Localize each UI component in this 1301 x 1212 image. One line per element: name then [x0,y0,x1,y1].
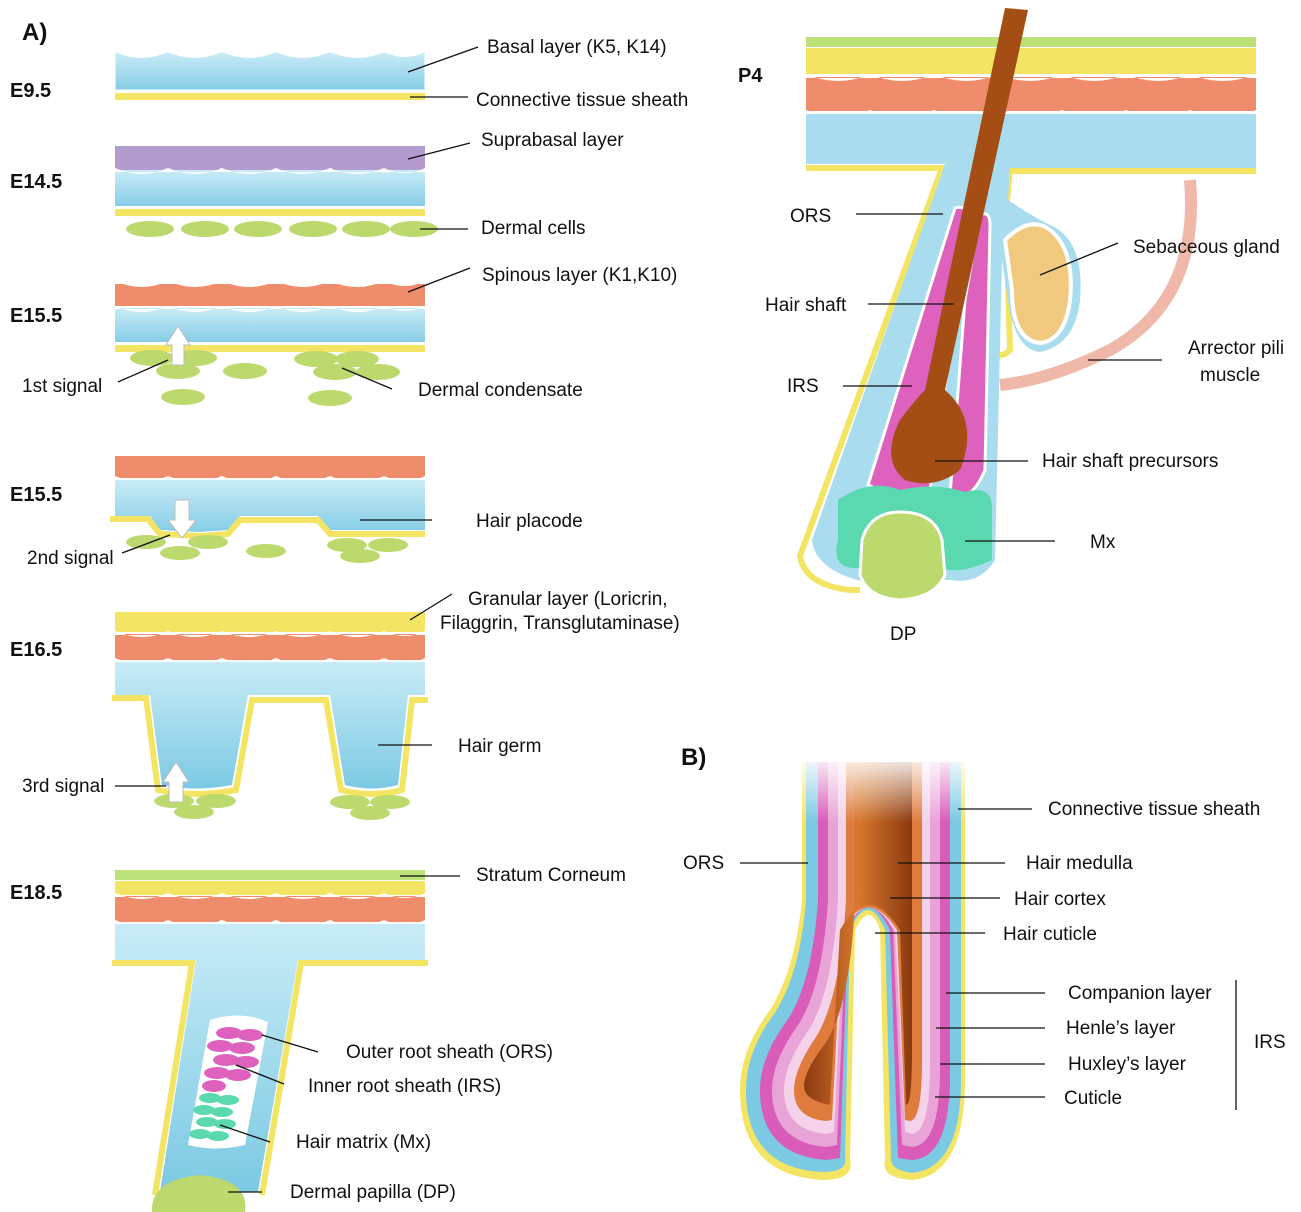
basal-layer [115,52,425,90]
hair-germ [115,662,425,789]
label-outer-root-sheath: Outer root sheath (ORS) [346,1042,553,1063]
granular-layer [115,881,425,895]
dermal-condensate-cells [130,350,400,406]
stratum-corneum [115,870,425,880]
label-basal-layer: Basal layer (K5, K14) [487,37,667,58]
stage-p4-label: P4 [738,65,763,87]
basal-layer [115,308,425,342]
label-p4-hair-shaft: Hair shaft [765,295,847,316]
stage-e15-5-second: E15.5 2nd signal Hair placode [10,456,583,569]
stage-e15-5-second-label: E15.5 [10,484,62,506]
connective-tissue-sheath [115,209,425,216]
stage-e15-5-first-label: E15.5 [10,305,62,327]
stage-e15-5-first: E15.5 1st signal Dermal condensate Spino… [10,265,677,406]
stage-e14-5: E14.5 Suprabasal layer Dermal cells [10,130,624,239]
stratum-corneum [806,37,1256,47]
label-second-signal: 2nd signal [27,548,114,569]
label-p4-sebaceous: Sebaceous gland [1133,237,1280,258]
stage-e18-5-label: E18.5 [10,882,62,904]
basal-layer [806,114,1256,164]
spinous-layer [806,77,1256,111]
label-b-hair-cuticle: Hair cuticle [1003,924,1097,945]
panel-b-label: B) [681,744,706,771]
spinous-layer [115,896,425,922]
label-hair-placode: Hair placode [476,511,583,532]
spinous-layer [115,634,425,660]
dermal-cells [126,221,438,237]
label-dermal-papilla: Dermal papilla (DP) [290,1182,456,1203]
label-granular-line-1: Granular layer (Loricrin, [468,589,668,610]
spinous-layer [115,456,425,478]
label-hair-matrix: Hair matrix (Mx) [296,1132,431,1153]
dermal-papilla [860,512,945,600]
suprabasal-layer [115,146,425,170]
label-p4-ors: ORS [790,206,831,227]
label-p4-arrector-1: Arrector pili [1188,338,1284,359]
label-p4-precursors: Hair shaft precursors [1042,451,1218,472]
label-dermal-cells: Dermal cells [481,218,586,239]
granular-layer [806,48,1256,74]
label-p4-dp: DP [890,624,916,645]
stage-p4: P4 ORS Hair shaft IRS Sebaceous gland Ar… [738,8,1284,645]
stage-e18-5: E18.5 Outer root sheath (ORS) Inner root… [10,865,626,1212]
label-b-henle: Henle’s layer [1066,1018,1176,1039]
panel-b: B) Connective tissue sheath ORS Hair med… [681,744,1286,1180]
basal-layer [115,170,425,206]
dermal-condensate-cells [126,535,408,563]
stage-e16-5-label: E16.5 [10,639,62,661]
label-stratum-corneum: Stratum Corneum [476,865,626,886]
granular-layer [115,612,425,632]
dermal-condensate-cells [154,794,410,820]
label-b-connective-tissue: Connective tissue sheath [1048,799,1260,820]
label-dermal-condensate: Dermal condensate [418,380,583,401]
label-first-signal: 1st signal [22,376,102,397]
label-p4-arrector-2: muscle [1200,365,1260,386]
label-third-signal: 3rd signal [22,776,104,797]
label-p4-mx: Mx [1090,532,1116,553]
stage-e9-5: E9.5 Basal layer (K5, K14) Connective ti… [10,37,688,111]
panel-a-label: A) [22,19,47,46]
label-b-huxley: Huxley’s layer [1068,1054,1187,1075]
label-p4-irs: IRS [787,376,819,397]
label-b-cortex: Hair cortex [1014,889,1106,910]
label-inner-root-sheath: Inner root sheath (IRS) [308,1076,501,1097]
label-connective-tissue-sheath: Connective tissue sheath [476,90,688,111]
label-b-irs: IRS [1254,1032,1286,1053]
stage-e9-5-label: E9.5 [10,80,51,102]
label-b-medulla: Hair medulla [1026,853,1133,874]
label-hair-germ: Hair germ [458,736,541,757]
label-spinous-layer: Spinous layer (K1,K10) [482,265,677,286]
stage-e16-5: E16.5 3rd signal Hair germ Granular laye… [10,589,680,820]
spinous-layer [115,284,425,306]
stage-e14-5-label: E14.5 [10,171,62,193]
label-b-cuticle: Cuticle [1064,1088,1122,1109]
label-b-companion: Companion layer [1068,983,1212,1004]
label-suprabasal-layer: Suprabasal layer [481,130,624,151]
label-b-ors: ORS [683,853,724,874]
connective-tissue-sheath [115,93,425,100]
basal-layer [115,480,425,532]
label-granular-line-2: Filaggrin, Transglutaminase) [440,613,680,634]
